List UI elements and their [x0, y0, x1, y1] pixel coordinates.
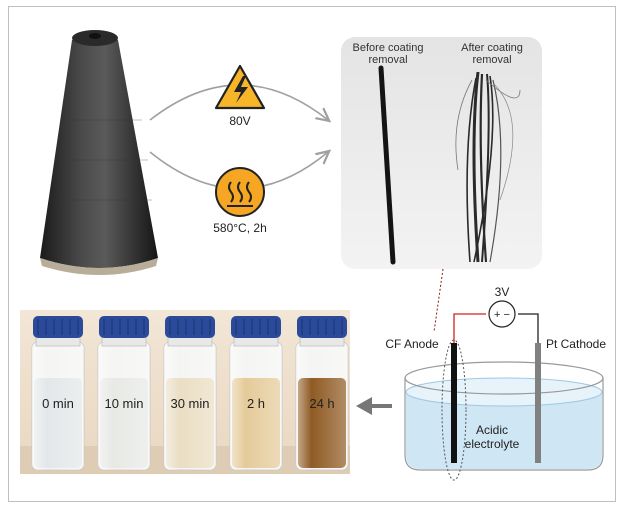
- cell-to-vials-arrow: [356, 397, 392, 415]
- photo-to-anode-connector: [433, 268, 444, 333]
- before-label-line2: removal: [368, 54, 407, 66]
- voltage-label: 80V: [229, 114, 250, 128]
- vial-3: [229, 316, 283, 471]
- after-label-line2: removal: [472, 54, 511, 66]
- circuit-wires: [453, 313, 539, 343]
- vial-label-2: 30 min: [170, 396, 209, 411]
- vial-4: [295, 316, 349, 471]
- before-label-line1: Before coating: [353, 42, 424, 54]
- voltage-source-symbol: [488, 300, 516, 328]
- carbon-fiber-spool-image: [40, 30, 158, 275]
- electrolyte-label-line2: electrolyte: [465, 437, 520, 451]
- source-polarity-label: + −: [494, 309, 510, 321]
- heat-warning-icon: [215, 167, 265, 217]
- fiber-comparison-photo: [341, 37, 542, 269]
- vial-0: [31, 316, 85, 471]
- vial-label-3: 2 h: [247, 396, 265, 411]
- vials-group: 0 min 10 min 30 min 2 h 24 h: [31, 316, 349, 471]
- electrolyte-label-line1: Acidic: [476, 423, 508, 437]
- anode-label: CF Anode: [385, 337, 439, 351]
- vial-2: [163, 316, 217, 471]
- after-label-line1: After coating: [461, 42, 523, 54]
- heat-label: 580°C, 2h: [213, 221, 267, 235]
- vial-label-4: 24 h: [309, 396, 334, 411]
- vial-label-1: 10 min: [104, 396, 143, 411]
- cell-voltage-label: 3V: [495, 285, 510, 299]
- vial-label-0: 0 min: [42, 396, 74, 411]
- figure-frame: [8, 6, 616, 502]
- cathode-label: Pt Cathode: [546, 337, 606, 351]
- cathode-electrode: [535, 343, 541, 463]
- electrochemical-cell: [404, 361, 604, 471]
- vial-1: [97, 316, 151, 471]
- high-voltage-warning-icon: [214, 64, 266, 110]
